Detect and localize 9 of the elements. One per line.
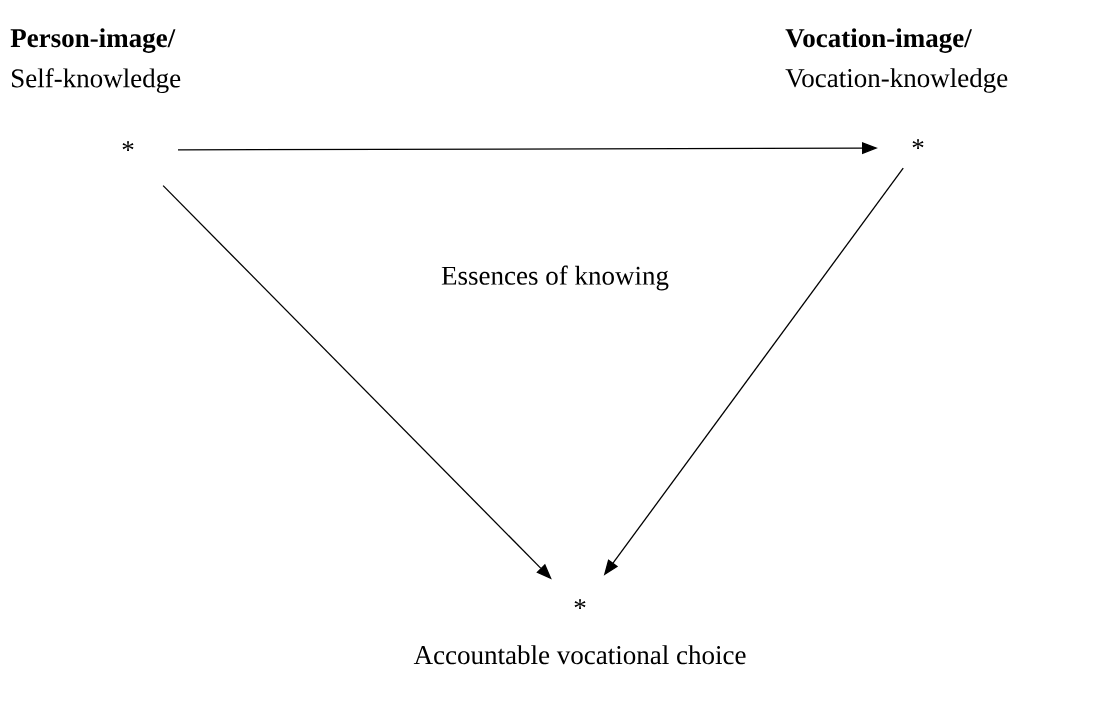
heading: Person-image/ (10, 28, 176, 53)
asterisk: * (122, 141, 134, 152)
node-label: Accountable vocational choice (413, 645, 746, 665)
node-label: Vocation-knowledge (785, 68, 1008, 93)
node-label: Self-knowledge (12, 68, 181, 94)
asterisk: * (574, 599, 586, 610)
asterisk: * (912, 139, 924, 150)
heading: Vocation-image/ (785, 28, 972, 53)
diagram-label: Essences of knowing (441, 265, 669, 291)
